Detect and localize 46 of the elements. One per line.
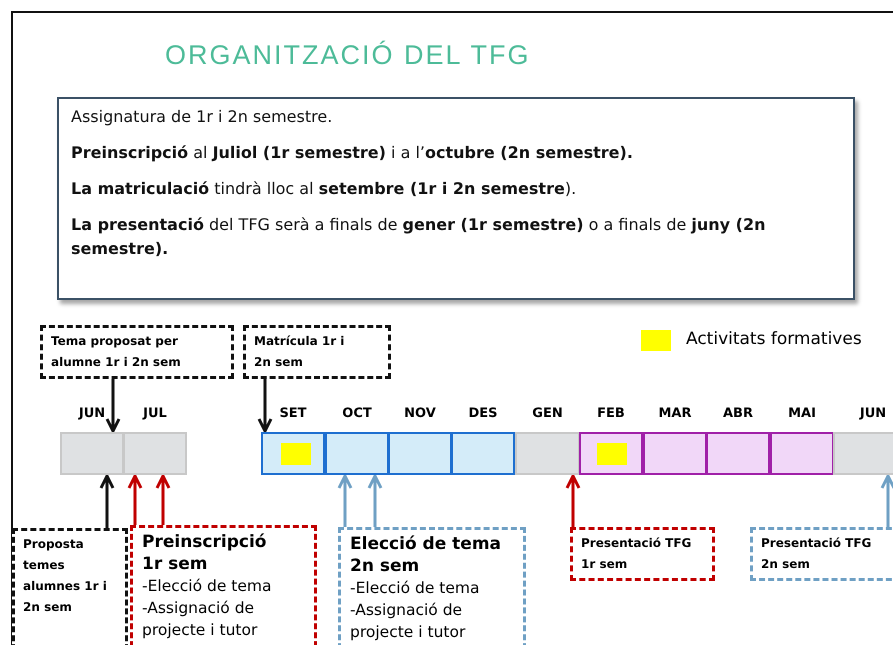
month-label: MAI bbox=[787, 406, 817, 421]
note-text: Presentació TFG 2n sem bbox=[761, 535, 872, 573]
note-heading: Preinscripció 1r sem bbox=[142, 531, 268, 575]
note-heading: Elecció de tema 2n sem bbox=[350, 533, 502, 577]
note-item: -Assignació de projecte i tutor bbox=[350, 600, 466, 643]
arrow bbox=[100, 474, 114, 528]
note-text: Tema proposat per alumne 1r i 2n sem bbox=[51, 333, 182, 371]
month-label: FEB bbox=[596, 406, 626, 421]
month-label: GEN bbox=[531, 406, 564, 421]
arrow bbox=[566, 474, 580, 527]
info-paragraph: La presentació del TFG serà a finals de gener (1r semestre) o a finals de juny (2n semestre). bbox=[71, 214, 767, 260]
arrow bbox=[156, 474, 170, 525]
month-label: NOV bbox=[403, 406, 437, 421]
dashed-note-box bbox=[40, 325, 234, 379]
dashed-note-box bbox=[570, 527, 715, 581]
dashed-note-box bbox=[12, 528, 128, 645]
arrow bbox=[338, 474, 352, 527]
note-text: Presentació TFG 1r sem bbox=[581, 535, 692, 573]
note-text: Proposta temes alumnes 1r i 2n sem bbox=[23, 536, 108, 616]
arrow bbox=[106, 379, 120, 432]
arrow bbox=[368, 474, 382, 527]
note-text: Matrícula 1r i 2n sem bbox=[254, 333, 346, 371]
info-paragraph: Preinscripció al Juliol (1r semestre) i a l’octubre (2n semestre). bbox=[71, 142, 634, 164]
month-label: JUN bbox=[77, 406, 106, 421]
month-label: ABR bbox=[722, 406, 754, 421]
month-label: MAR bbox=[657, 406, 692, 421]
month-label: OCT bbox=[341, 406, 373, 421]
dashed-note-box bbox=[243, 325, 391, 379]
arrow bbox=[258, 379, 272, 432]
dashed-note-box bbox=[130, 525, 317, 645]
month-label: SET bbox=[278, 406, 308, 421]
info-paragraph: La matriculació tindrà lloc al setembre (1r i 2n semestre). bbox=[71, 178, 578, 200]
arrow bbox=[880, 474, 893, 527]
month-label: JUN bbox=[858, 406, 888, 421]
note-item: -Assignació de projecte i tutor bbox=[142, 598, 258, 641]
month-label: DES bbox=[467, 406, 499, 421]
dashed-note-box bbox=[338, 527, 526, 645]
info-paragraph: Assignatura de 1r i 2n semestre. bbox=[71, 106, 334, 128]
legend-label: Activitats formatives bbox=[686, 329, 862, 349]
info-panel bbox=[57, 97, 855, 300]
note-item: -Elecció de tema bbox=[142, 576, 273, 597]
dashed-note-box bbox=[750, 527, 893, 581]
month-label: JUL bbox=[141, 406, 168, 421]
note-item: -Elecció de tema bbox=[350, 578, 481, 599]
slide-title: ORGANITZACIÓ DEL TFG bbox=[165, 40, 531, 71]
arrow bbox=[128, 474, 142, 525]
